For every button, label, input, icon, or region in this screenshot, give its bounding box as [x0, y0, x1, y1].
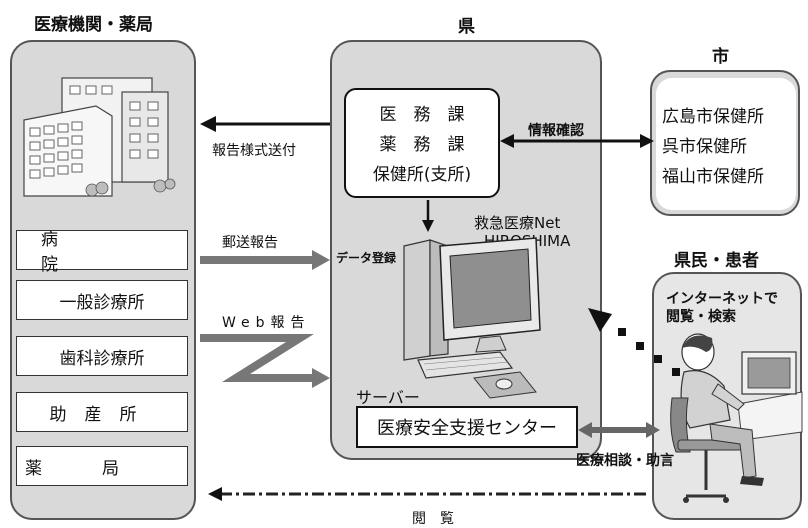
safety-support-center-box: 医療安全支援センター: [356, 406, 578, 448]
system-name-line1: 救急医療Net: [474, 214, 561, 232]
department-medical-affairs: 医 務 課: [379, 105, 465, 125]
facility-pharmacy: 薬局: [16, 446, 188, 486]
report-form-label: 報告様式送付: [212, 143, 296, 159]
department-health-center: 保健所(支所): [372, 165, 472, 185]
browse-search-label-2: 閲覧・検索: [666, 309, 736, 325]
city-hiroshima: 広島市保健所: [662, 107, 764, 127]
server-label: サーバー: [356, 388, 420, 407]
facility-pharmacy-label: 薬局: [25, 458, 179, 479]
department-pharmaceutical-affairs: 薬 務 課: [379, 135, 465, 155]
info-check-label: 情報確認: [528, 123, 584, 139]
prefecture-section-title: 県: [458, 17, 475, 37]
city-section-title: 市: [712, 47, 729, 67]
facility-midwifery: 助産所: [16, 392, 188, 432]
departments-box: 医 務 課 薬 務 課 保健所(支所): [344, 88, 500, 198]
city-kure: 呉市保健所: [662, 137, 747, 157]
facility-hospital: 病院: [16, 230, 188, 275]
safety-support-center-label: 医療安全支援センター: [377, 418, 557, 439]
browse-search-label-1: インターネットで: [666, 291, 778, 307]
web-report-label: Web報告: [222, 315, 311, 331]
city-health-centers-box: 広島市保健所 呉市保健所 福山市保健所: [656, 78, 796, 210]
consultation-label: 医療相談・助言: [576, 453, 674, 469]
data-entry-label: データ登録: [336, 251, 397, 265]
facility-midwifery-label: 助産所: [49, 404, 155, 425]
medical-section-title: 医療機関・薬局: [34, 15, 153, 35]
facility-dental-clinic: 歯科診療所: [16, 336, 188, 376]
system-name-line2: HIROSHIMA: [484, 232, 571, 250]
city-fukuyama: 福山市保健所: [662, 167, 764, 187]
facility-dental-clinic-label: 歯科診療所: [59, 348, 145, 369]
facility-clinic: 一般診療所: [16, 280, 188, 320]
view-label: 閲 覧: [412, 511, 454, 527]
facility-clinic-label: 一般診療所: [59, 292, 145, 313]
mail-report-label: 郵送報告: [222, 235, 278, 251]
residents-section-title: 県民・患者: [674, 251, 759, 271]
facility-hospital-label: 病院: [41, 230, 114, 275]
